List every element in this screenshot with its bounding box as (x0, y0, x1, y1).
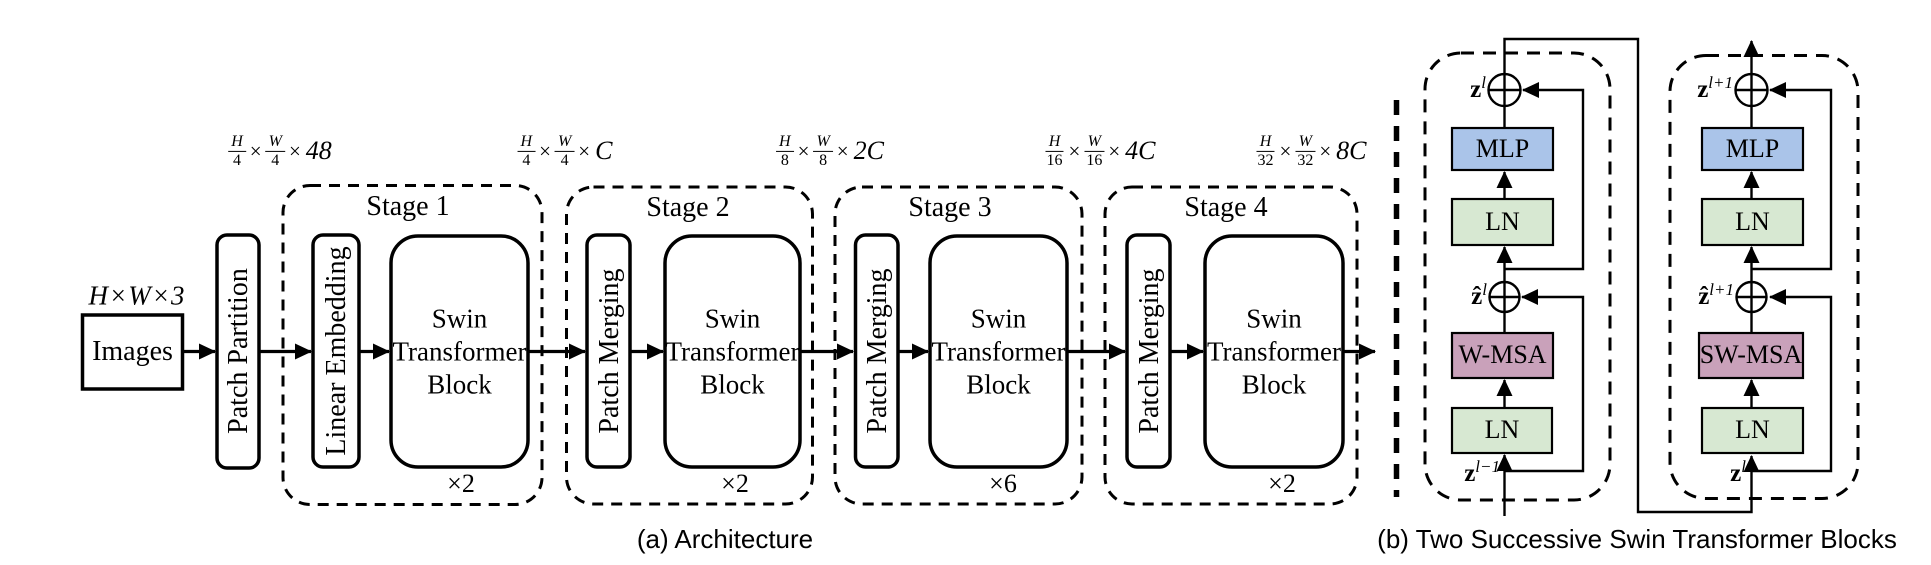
patch-partition-label: Patch Partition (223, 268, 254, 434)
block2-mid-var-label: ẑl+1 (1698, 279, 1734, 311)
stage1-repeat-label: ×2 (447, 469, 475, 498)
stage2-repeat-label: ×2 (721, 469, 749, 498)
block1-add-mid-icon (1488, 280, 1521, 314)
stage4-dashed-box (1103, 185, 1359, 506)
block2-op-boxes (1697, 126, 1805, 455)
block1-mlp-box (1450, 126, 1555, 172)
patch-merging-stage2-label: Patch Merging (593, 268, 625, 434)
block2-ln-bottom-label: LN (1735, 415, 1770, 444)
stage4-repeat-label: ×2 (1268, 469, 1296, 498)
block2-ln-top-box (1700, 197, 1805, 247)
swin-block-stage2-label: Swin Transformer Block (665, 303, 800, 399)
block1-add-top-icon (1487, 72, 1522, 108)
block1-mid-var-label: ẑl (1471, 279, 1487, 311)
block2-ln-bottom-box (1700, 406, 1805, 455)
stage2-dashed-box (565, 185, 814, 506)
swin-block-stage1-label: Swin Transformer Block (392, 303, 527, 399)
panel-b-shapes (1423, 37, 1860, 516)
swin-block-stage4-label: Swin Transformer Block (1207, 303, 1341, 399)
patch-merging-stage4-label: Patch Merging (1133, 268, 1165, 434)
stage3-dashed-box (833, 185, 1084, 506)
panel-a-shapes (80, 184, 1376, 506)
block1-mlp-label: MLP (1475, 133, 1530, 163)
patch-merging-stage3-label: Patch Merging (861, 268, 893, 434)
block1-dashed-box (1423, 51, 1612, 502)
images-box (80, 313, 185, 391)
block1-ln-top-box (1450, 197, 1555, 247)
stage4-title: Stage 4 (1184, 192, 1268, 223)
stage1-title: Stage 1 (366, 191, 450, 222)
block1-wmsa-label: W-MSA (1458, 340, 1547, 369)
block1-input-var-label: zl−1 (1464, 456, 1500, 488)
block1-wmsa-box (1450, 331, 1555, 380)
block2-ln-top-label: LN (1735, 206, 1770, 236)
images-label: Images (92, 336, 173, 367)
stage3-repeat-label: ×6 (989, 469, 1017, 498)
linear-embedding-label: Linear Embedding (321, 246, 352, 456)
block2-input-var-label: zl (1730, 456, 1746, 488)
block2-output-var-label: zl+1 (1697, 72, 1733, 104)
block1-ln-bottom-label: LN (1484, 415, 1520, 444)
block2-add-top-icon (1734, 72, 1769, 108)
input-dim-label: H×W×3 (88, 280, 186, 311)
block1-wiring (1496, 37, 1760, 516)
block2-swmsa-label: SW-MSA (1699, 340, 1803, 369)
block2-mlp-label: MLP (1725, 133, 1780, 163)
block1-op-boxes (1450, 126, 1555, 455)
swin-block-stage3-label: Swin Transformer Block (931, 303, 1066, 399)
block2-wiring (1743, 40, 1833, 473)
panel-b-caption: (b) Two Successive Swin Transformer Bloc… (1377, 524, 1897, 554)
block2-dashed-box (1668, 54, 1860, 500)
stage1-dashed-box (281, 184, 544, 506)
block1-ln-top-label: LN (1485, 206, 1520, 236)
stage3-title: Stage 3 (908, 192, 992, 223)
add-nodes (1487, 72, 1769, 314)
block2-swmsa-box (1697, 331, 1805, 380)
block1-output-var-label: zl (1470, 72, 1486, 104)
block2-add-mid-icon (1735, 280, 1768, 314)
panel-a-caption: (a) Architecture (636, 524, 814, 554)
stage2-title: Stage 2 (646, 192, 730, 223)
block2-mlp-box (1700, 126, 1805, 172)
block1-to-block2-route (1503, 37, 1760, 514)
block1-ln-bottom-box (1450, 406, 1554, 455)
